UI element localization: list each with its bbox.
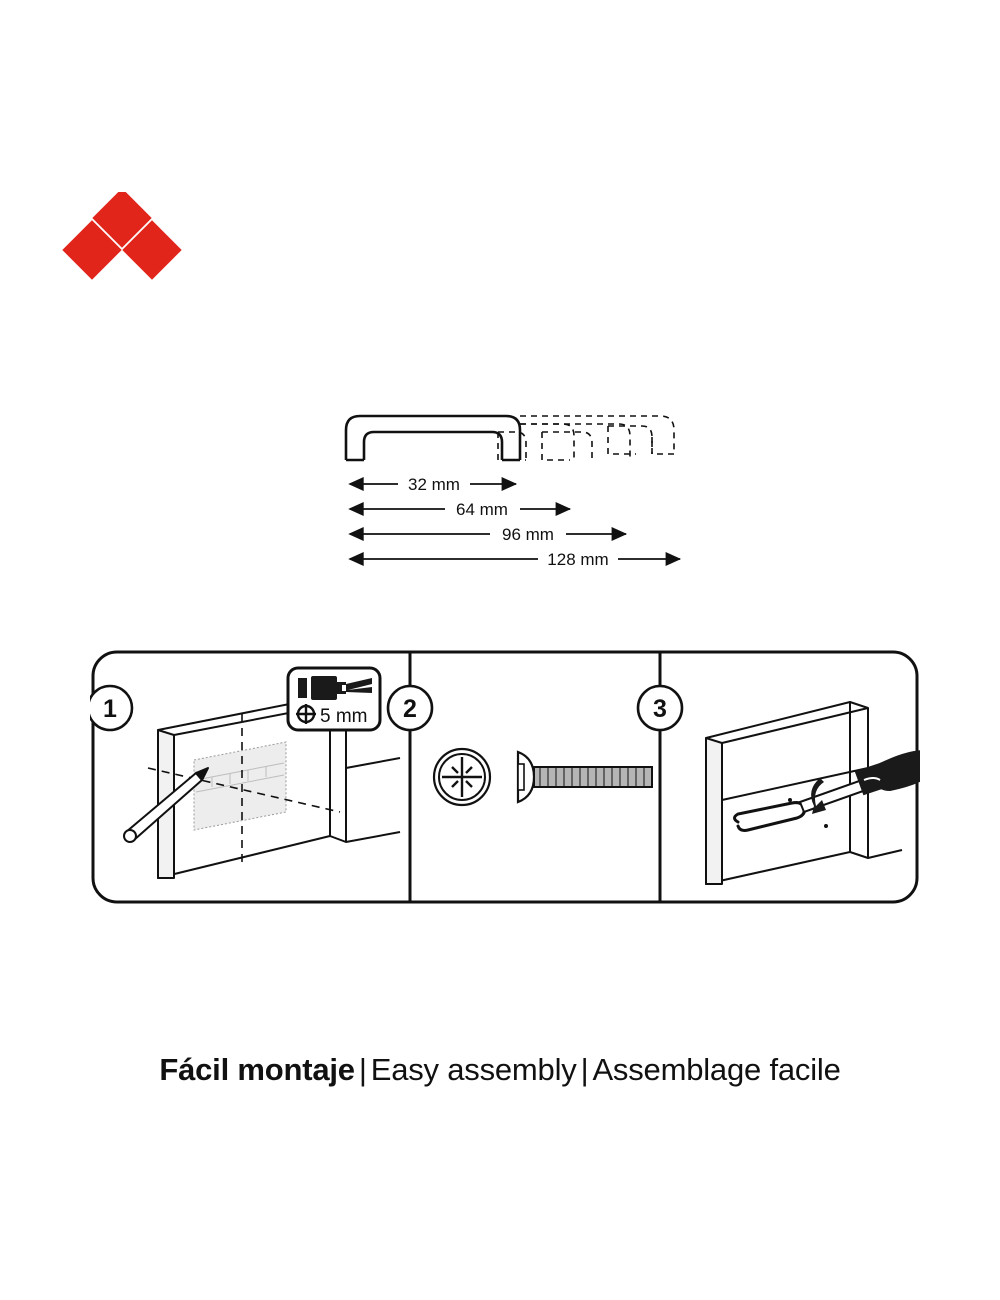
pencil-icon [123,767,209,843]
variant-leg-inner-96 [542,431,593,460]
caption-separator-1: | [358,1052,367,1087]
dimension-line-32mm: 32 mm [348,475,518,494]
diamond-right [122,220,182,280]
drill-size-label: 5 mm [320,706,368,727]
drawer-side-bottom-3 [867,849,903,859]
step-badge-2-label: 2 [403,695,417,723]
screw-head-top-view [432,747,492,807]
assembly-steps-panel: 5 mm [86,640,939,910]
step-badge-1-label: 1 [103,695,117,723]
step-1-scene: 5 mm [123,666,401,879]
step-badge-3-label: 3 [653,695,667,723]
logo-svg [62,188,182,280]
drawer-front-top-inner [721,707,869,744]
drill-callout: 5 mm [286,666,382,732]
variant-foot-128-a [607,426,636,455]
handle-solid-32mm [344,414,522,462]
handle-variant-outlines [497,415,675,461]
centerline-guides [147,714,341,866]
dimension-label-64mm: 64 mm [456,500,508,519]
rotation-arrow-icon [811,778,826,814]
dimension-line-64mm: 64 mm [348,500,572,519]
caption-french: Assemblage facile [592,1052,841,1087]
handle-inner-profile [362,430,504,460]
dimension-diagram: 32 mm 64 mm 96 mm 128 mm [330,398,730,578]
variant-rail-96 [520,423,631,460]
template-scale-marks [195,762,285,793]
drill-bit-icon [298,676,372,700]
step-badge-2: 2 [386,684,434,732]
drawer-side-bottom [345,831,401,843]
dimension-label-128mm: 128 mm [547,550,608,569]
dimension-label-32mm: 32 mm [408,475,460,494]
centerline-diagonal [147,767,341,813]
variant-foot-128-b [651,437,674,455]
step-badge-3: 3 [636,684,684,732]
caption-separator-2: | [580,1052,589,1087]
drawer-side-top [345,757,401,769]
dimension-line-128mm: 128 mm [348,550,682,569]
variant-foot-96-a [541,432,570,461]
caption-english: Easy assembly [370,1052,577,1087]
pozidriv-cross [442,757,482,797]
steps-panel-svg: 5 mm [86,650,939,904]
three-red-diamonds-logo [62,188,182,284]
screw-point-lower [824,824,828,828]
handle-outer-profile [344,414,522,460]
screw-threads [539,767,645,787]
screw-head-collar [517,763,525,791]
variant-rail-64 [520,423,575,460]
drawer-front-left-edge [705,737,723,885]
marking-template-area [193,741,287,831]
variant-rail-128 [520,415,675,454]
screw-shaft [533,766,653,788]
diameter-symbol-icon [296,704,316,724]
caption-bar: Fácil montaje|Easy assembly|Assemblage f… [0,1052,1000,1088]
variant-leg-inner-128 [608,425,653,454]
caption-spanish: Fácil montaje [159,1052,355,1087]
variant-leg-inner-64 [498,431,527,460]
dimension-label-96mm: 96 mm [502,525,554,544]
screw-side-view [516,750,653,804]
step-2-scene [432,747,653,807]
dimension-line-96mm: 96 mm [348,525,628,544]
dimension-diagram-svg: 32 mm 64 mm 96 mm 128 mm [344,414,682,569]
step-badge-1: 1 [86,684,134,732]
drawer-inner-ledge [721,767,869,801]
screw-point-upper [788,798,792,802]
